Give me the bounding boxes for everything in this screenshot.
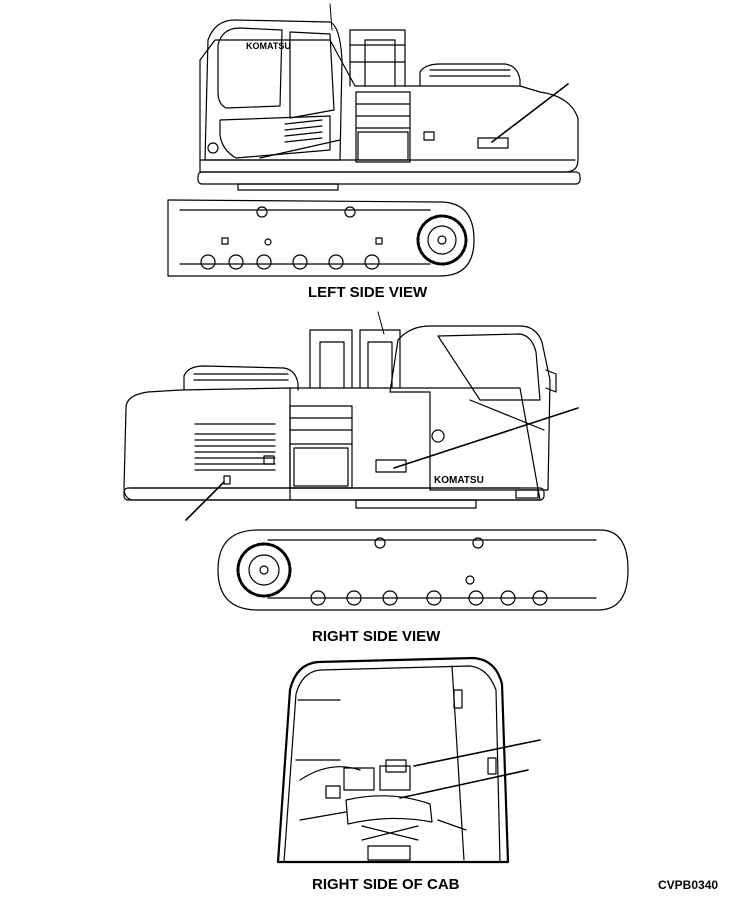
left-cab-light	[207, 142, 219, 154]
caption-left-side-view: LEFT SIDE VIEW	[308, 284, 428, 301]
left-pointer-label	[491, 83, 569, 143]
right-rollers	[310, 537, 548, 606]
left-cab-door-window	[289, 31, 335, 119]
left-engine-hood	[419, 63, 521, 87]
caption-right-side-of-cab: RIGHT SIDE OF CAB	[312, 876, 460, 893]
left-rollers	[200, 206, 380, 270]
right-pointer-label	[393, 407, 579, 469]
right-side-excavator	[123, 311, 629, 611]
left-sprocket	[416, 214, 468, 266]
left-lock-icon	[423, 131, 435, 141]
left-cab-lower	[219, 115, 331, 159]
cab-pointer-lower	[399, 769, 529, 799]
left-upper-body	[199, 39, 579, 173]
left-cab-window	[217, 27, 283, 109]
right-track-frame	[217, 529, 629, 611]
right-label-plate	[375, 459, 407, 473]
left-pointer-top	[329, 3, 333, 31]
right-fuel-gauge	[431, 429, 445, 443]
right-brand-mark: KOMATSU	[434, 475, 484, 486]
cab-frame-outline	[276, 656, 510, 864]
right-pointer-bottom	[185, 481, 225, 521]
right-swing-bearing	[355, 499, 477, 509]
cab-seat	[345, 795, 433, 861]
right-toolbox	[289, 405, 353, 489]
left-track-frame	[167, 199, 475, 277]
right-upper-body	[123, 387, 291, 501]
right-sprocket	[236, 542, 292, 598]
caption-right-side-view: RIGHT SIDE VIEW	[312, 628, 441, 645]
left-base-plate	[197, 171, 581, 185]
cab-console	[325, 759, 411, 799]
left-brand-mark: KOMATSU	[246, 41, 291, 51]
left-cab-edge-line	[259, 139, 341, 159]
left-side-excavator	[167, 3, 581, 277]
left-cab-outline	[204, 19, 343, 161]
figure-code: CVPB0340	[658, 878, 719, 892]
left-cab-grille	[284, 119, 323, 143]
left-label-plate	[477, 137, 509, 149]
right-side-grille	[194, 423, 276, 471]
right-engine-hood	[183, 365, 299, 391]
right-pointer-top	[377, 311, 385, 335]
left-swing-bearing	[237, 183, 339, 191]
cab-interior	[276, 656, 541, 864]
left-toolbox	[355, 91, 411, 163]
left-handrail	[349, 29, 406, 87]
right-cab-window	[437, 333, 541, 401]
right-handrail	[309, 329, 401, 389]
right-cab-mirror-stay	[545, 369, 557, 393]
cab-pointer-upper	[413, 739, 541, 767]
right-cab-outline	[389, 325, 551, 491]
right-lock-icon	[263, 455, 275, 465]
